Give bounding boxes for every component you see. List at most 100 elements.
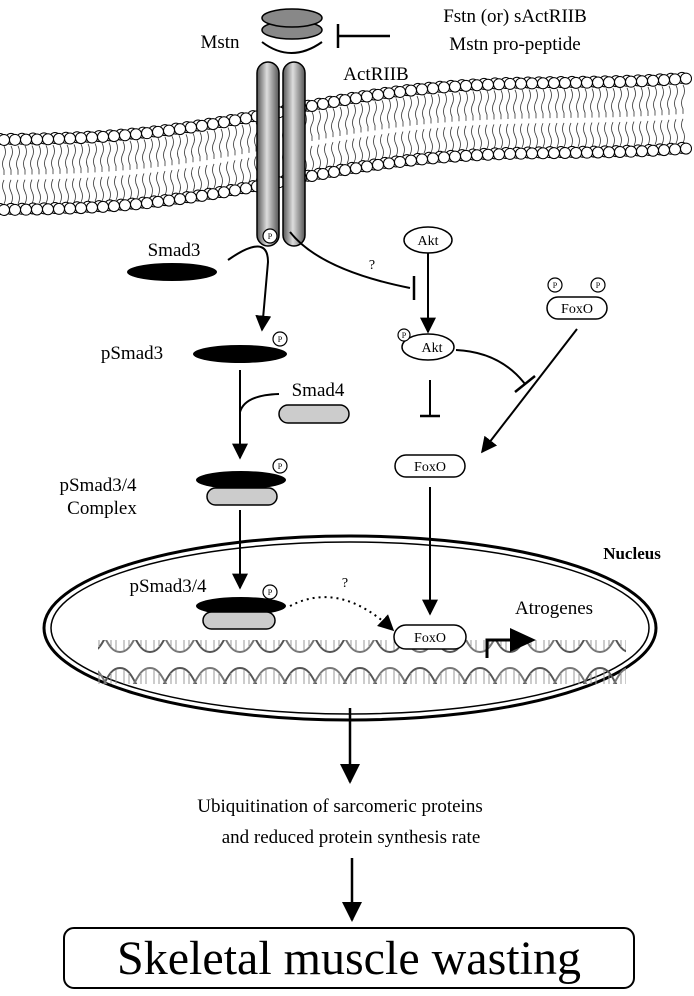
lipid-tail xyxy=(58,144,62,204)
lipid-head xyxy=(548,77,560,90)
lipid-tail xyxy=(646,86,650,146)
lipid-head xyxy=(339,164,351,177)
lipid-head xyxy=(526,77,538,90)
phospho-circle xyxy=(590,277,606,293)
lipid-head xyxy=(196,119,208,132)
lipid-head xyxy=(680,72,692,85)
lipid-head xyxy=(350,92,362,105)
lipid-tail xyxy=(219,128,223,187)
phospho-text: P xyxy=(278,462,283,471)
lipid-head xyxy=(493,148,505,161)
lipid-head xyxy=(0,203,10,216)
lipid-head xyxy=(141,127,153,140)
lipid-head xyxy=(504,147,516,160)
lipid-head xyxy=(449,150,461,163)
actriib-label: ActRIIB xyxy=(343,64,408,85)
akt-to-foxo-inhibit xyxy=(455,349,526,385)
lipid-head xyxy=(394,85,406,98)
smad-to-foxo-dotted-arrow xyxy=(289,596,395,632)
lipid-head xyxy=(207,188,219,201)
lipid-head xyxy=(515,147,527,160)
lipid-tail xyxy=(450,92,454,151)
lipid-head xyxy=(570,146,582,159)
lipid-head xyxy=(328,95,340,108)
lipid-tail xyxy=(625,87,629,146)
lipid-head xyxy=(570,76,582,89)
lipid-tail xyxy=(205,130,209,190)
lipid-tail xyxy=(506,89,510,149)
lipid-head xyxy=(372,88,384,101)
phospho-circle xyxy=(262,584,278,600)
lipid-head xyxy=(141,197,153,210)
transcription-start-line xyxy=(485,638,510,658)
lipid-tail xyxy=(359,103,363,162)
lipid-tail xyxy=(366,102,370,161)
receptor-to-psmad3-arrow xyxy=(227,245,272,332)
lipid-head xyxy=(97,200,109,213)
lipid-tail xyxy=(674,85,678,144)
lipid-head xyxy=(75,132,87,145)
lipid-head xyxy=(372,158,384,171)
phospho-text: P xyxy=(268,588,273,597)
smad3-label: Smad3 xyxy=(148,240,201,261)
lipid-head xyxy=(119,199,131,212)
lipid-head xyxy=(361,90,373,103)
lipid-head xyxy=(196,189,208,202)
phospho-circle xyxy=(547,277,563,293)
lipid-head xyxy=(185,191,197,204)
lipid-tail xyxy=(93,143,97,202)
lipid-head xyxy=(339,94,351,107)
lipid-tail xyxy=(149,138,153,197)
lipid-head xyxy=(130,198,142,211)
atrogenes-label: Atrogenes xyxy=(515,598,593,619)
lipid-head xyxy=(163,194,175,207)
lipid-tail xyxy=(471,91,475,150)
lipid-tail xyxy=(485,90,489,149)
cell-membrane xyxy=(0,71,692,216)
lipid-tail xyxy=(324,109,328,168)
lipid-tail xyxy=(177,135,181,194)
foxo-mid-shape xyxy=(394,454,466,478)
foxo-nuclear-shape xyxy=(393,624,467,650)
complex-smad4-shape xyxy=(206,487,278,506)
lipid-tail xyxy=(345,105,349,164)
lipid-head xyxy=(526,147,538,160)
complex-smad3-shape xyxy=(196,471,286,489)
lipid-tail xyxy=(576,88,580,147)
lipid-tail xyxy=(72,144,76,203)
lipid-head xyxy=(669,73,681,86)
lipid-tail xyxy=(9,145,13,205)
lipid-head xyxy=(240,182,252,195)
lipid-tail xyxy=(653,86,657,145)
phospho-circle xyxy=(272,458,288,474)
lipid-tail xyxy=(681,84,685,144)
lipid-tail xyxy=(394,98,398,157)
lipid-head xyxy=(218,186,230,199)
lipid-head xyxy=(537,147,549,160)
inhibitor-tbar xyxy=(336,24,390,48)
question-mark-1: ? xyxy=(369,258,375,273)
lipid-head xyxy=(306,99,318,112)
lipid-tail xyxy=(660,86,664,145)
lipid-tail xyxy=(380,100,384,159)
lipid-head xyxy=(592,76,604,89)
phospho-text: P xyxy=(596,281,601,290)
receptor-to-akt-inhibit xyxy=(289,231,411,289)
lipid-tail xyxy=(583,88,587,147)
lipid-head xyxy=(207,118,219,131)
phospho-text: P xyxy=(268,232,273,241)
outcome-line-2: and reduced protein synthesis rate xyxy=(222,827,481,848)
lipid-tail xyxy=(23,145,27,204)
lipid-tail xyxy=(44,145,48,204)
lipid-tail xyxy=(156,137,160,197)
lipid-head xyxy=(86,201,98,214)
lipid-head xyxy=(97,130,109,143)
phospho-circle xyxy=(272,331,288,347)
lipid-head xyxy=(647,144,659,157)
lipid-tail xyxy=(240,124,244,184)
lipid-tail xyxy=(639,87,643,146)
lipid-tail xyxy=(30,145,34,204)
lipid-head xyxy=(108,200,120,213)
lipid-head xyxy=(229,184,241,197)
lipid-tail xyxy=(233,126,237,185)
